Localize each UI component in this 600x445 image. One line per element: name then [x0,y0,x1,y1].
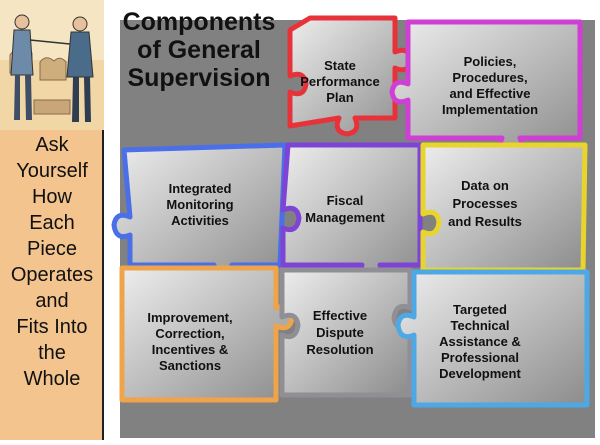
piece-label: Targeted [453,302,507,317]
sidebar-line: Operates [10,264,94,286]
sidebar-question: Ask Yourself How Each Piece Operates and… [0,132,104,392]
piece-label: Integrated [169,181,232,196]
piece-label: Data on [461,178,509,193]
piece-data-processes-results: Data on Processes and Results [420,142,588,273]
sidebar-panel: Ask Yourself How Each Piece Operates and… [0,0,104,440]
sidebar-line: Fits Into [16,316,88,338]
sidebar-line: Piece [26,238,78,260]
piece-label: Plan [326,90,354,105]
piece-label: Implementation [442,102,538,117]
piece-integrated-monitoring: Integrated Monitoring Activities [111,142,288,284]
piece-label: Fiscal [327,193,364,208]
piece-state-performance-plan: State Performance Plan [287,15,414,137]
sidebar-line: Ask [35,134,69,156]
piece-label: Dispute [316,325,364,340]
piece-label: Effective [313,308,367,323]
piece-fiscal-management: Fiscal Management [280,142,423,284]
piece-label: Incentives & [152,342,229,357]
piece-label: Management [305,210,385,225]
piece-label: Policies, [464,54,517,69]
piece-label: Performance [300,74,379,89]
piece-label: Sanctions [159,358,221,373]
sidebar-line: and [35,290,69,312]
piece-shape [420,142,588,273]
title-line: Components [122,8,276,36]
title-line: Supervision [127,64,271,92]
piece-label: Correction, [155,326,224,341]
title-line: of General [137,36,261,64]
piece-label: Assistance & [439,334,521,349]
piece-label: Resolution [306,342,373,357]
people-puzzle-illustration [0,0,104,130]
piece-label: Procedures, [452,70,527,85]
sidebar-line: Yourself [16,160,88,182]
piece-label: Technical [450,318,509,333]
piece-label: Improvement, [147,310,232,325]
piece-label: Development [439,366,521,381]
piece-label: and Results [448,214,522,229]
sidebar-line: Whole [23,368,81,390]
sidebar-line: How [31,186,72,208]
sidebar-line: Each [29,212,75,234]
piece-policies-procedures: Policies, Procedures, and Effective Impl… [389,19,583,157]
piece-label: Processes [452,196,517,211]
piece-label: State [324,58,356,73]
slide-title: Components of General Supervision [114,8,284,92]
piece-label: and Effective [450,86,531,101]
piece-effective-dispute: Effective Dispute Resolution [279,267,413,398]
sidebar-line: the [38,342,66,364]
piece-improvement-correction: Improvement, Correction, Incentives & Sa… [119,265,295,403]
piece-shape [395,269,590,408]
piece-label: Professional [441,350,519,365]
piece-targeted-technical: Targeted Technical Assistance & Professi… [395,269,590,408]
piece-label: Monitoring [166,197,233,212]
piece-shape [279,267,413,398]
piece-label: Activities [171,213,229,228]
